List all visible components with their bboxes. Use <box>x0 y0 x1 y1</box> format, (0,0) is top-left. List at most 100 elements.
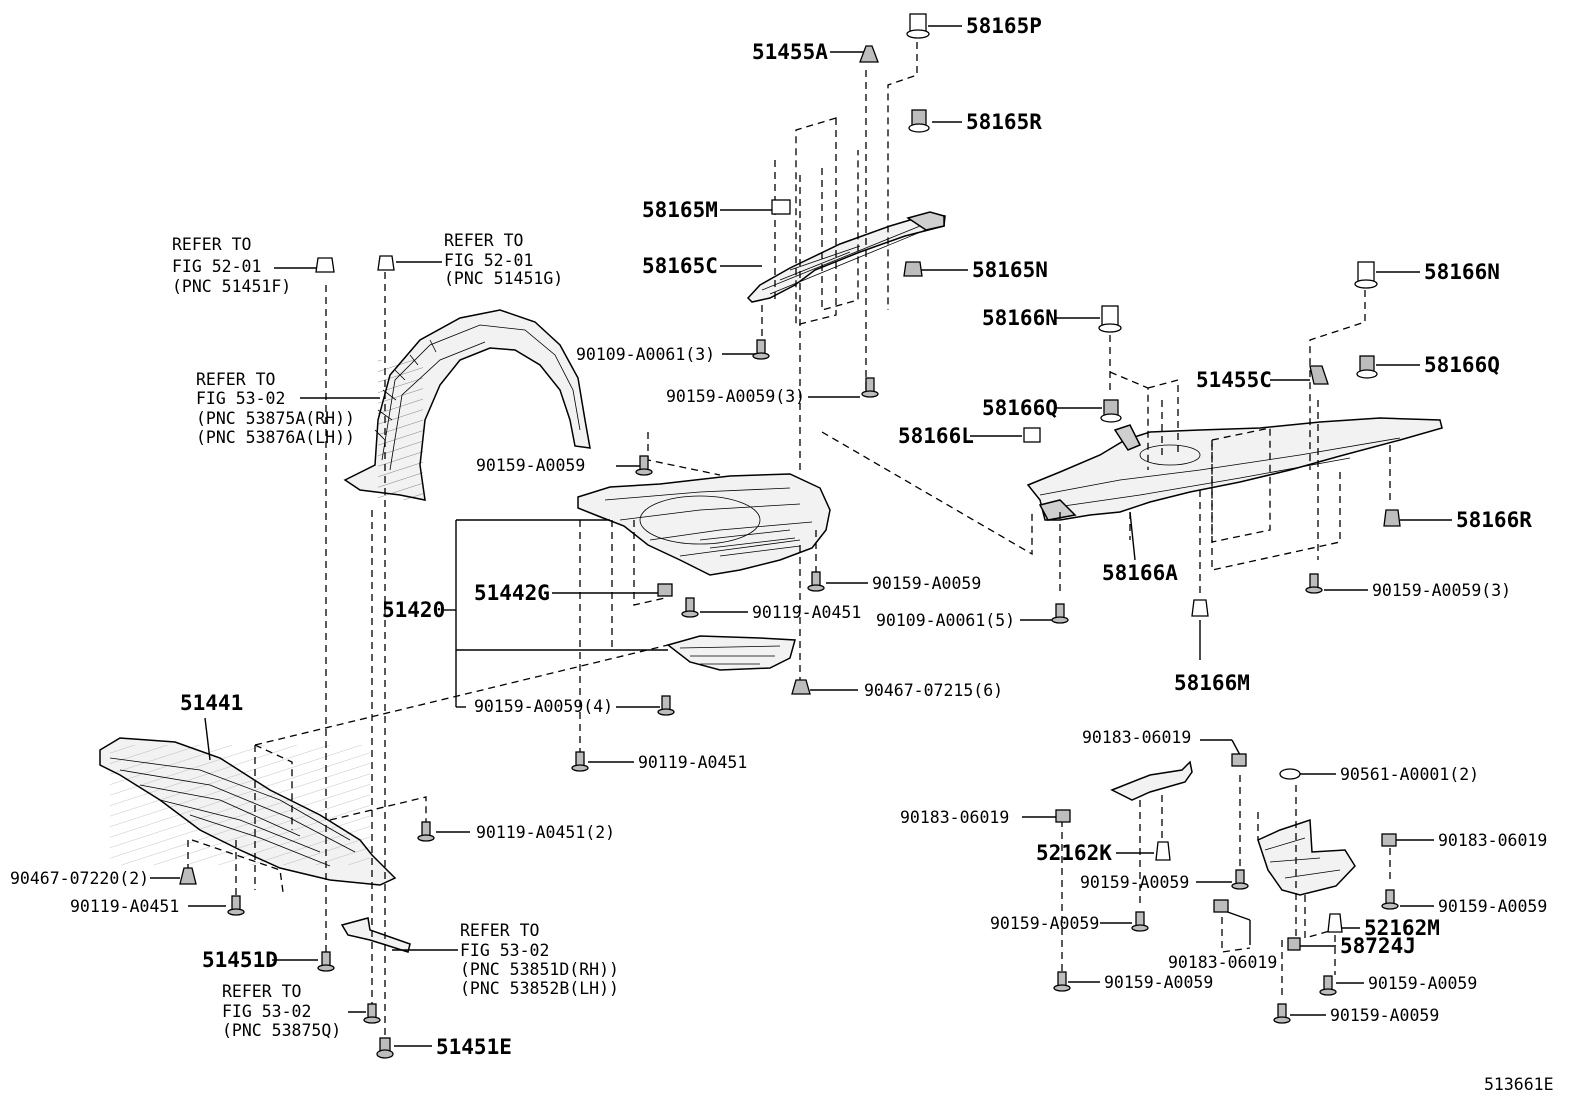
label-90109-3: 90109-A0061(3) <box>576 345 715 364</box>
refer-to-right-1: REFER TO <box>444 231 523 250</box>
clip-51451G-icon <box>377 255 395 271</box>
label-51442G: 51442G <box>474 581 550 605</box>
nut-90183-b-icon <box>1055 809 1071 823</box>
bolt-90159-b-icon <box>635 455 653 476</box>
label-90159-4: 90159-A0059(4) <box>474 697 613 716</box>
clip-52162M-icon <box>1327 913 1343 933</box>
label-52162M: 52162M <box>1364 916 1440 940</box>
bracket-lower-mid <box>340 917 411 953</box>
bolt-90159-3b-icon <box>1305 573 1323 594</box>
bolt-90159-f-icon <box>1053 971 1071 992</box>
label-58165R: 58165R <box>966 110 1042 134</box>
label-51455A: 51455A <box>752 40 828 64</box>
clip-58166M-icon <box>1191 599 1209 617</box>
part-labels: 58165P 51455A 58165R 58165M 58165C 58165… <box>10 14 1554 1094</box>
refer-mid-3: (PNC 53851D(RH)) <box>460 960 619 979</box>
label-58166A: 58166A <box>1102 561 1178 585</box>
label-90183-b: 90183-06019 <box>900 808 1009 827</box>
refer-mid-4: (PNC 53852B(LH)) <box>460 979 619 998</box>
label-90183-d: 90183-06019 <box>1168 953 1277 972</box>
undercover-part <box>666 635 796 671</box>
bolt-90119-a-icon <box>681 597 699 618</box>
label-90159-3a: 90159-A0059(3) <box>666 387 805 406</box>
bolt-90159-e-icon <box>1131 911 1149 932</box>
clip-52162K-icon <box>1155 841 1171 861</box>
label-58165N: 58165N <box>972 258 1048 282</box>
clip-51451E-icon <box>376 1037 394 1059</box>
label-90109-5: 90109-A0061(5) <box>876 611 1015 630</box>
label-90159-a: 90159-A0059 <box>476 456 585 475</box>
clip-58165N-icon <box>903 261 923 277</box>
bracket-52162K <box>1110 760 1193 801</box>
refer-to-left-1: REFER TO <box>172 235 251 254</box>
label-90119-2: 90119-A0451(2) <box>476 823 615 842</box>
clip-90467-2-icon <box>179 867 197 885</box>
label-58166Q-a: 58166Q <box>982 396 1058 420</box>
clip-51451F-icon <box>315 257 335 273</box>
bolt-53875Q-icon <box>363 1003 381 1024</box>
label-90467-6: 90467-07215(6) <box>864 681 1003 700</box>
label-58166R: 58166R <box>1456 508 1532 532</box>
clip-58165P-icon <box>906 13 930 39</box>
refer-low-2: FIG 53-02 <box>222 1002 311 1021</box>
rail-58165C <box>746 211 946 303</box>
label-58165C: 58165C <box>642 254 718 278</box>
label-90561: 90561-A0001(2) <box>1340 765 1479 784</box>
bolt-90159-c2-icon <box>1231 869 1249 890</box>
bolt-90159-c-icon <box>807 571 825 592</box>
label-51451E: 51451E <box>436 1035 512 1059</box>
label-90159-d: 90159-A0059 <box>1438 897 1547 916</box>
bolt-90159-d-icon <box>1381 889 1399 910</box>
label-58724J: 58724J <box>1340 934 1416 958</box>
diagram-id: 513661E <box>1484 1075 1554 1094</box>
label-51441: 51441 <box>180 691 243 715</box>
label-51420: 51420 <box>382 598 445 622</box>
refer-low-3: (PNC 53875Q) <box>222 1021 341 1040</box>
bolt-90109-a-icon <box>752 339 770 360</box>
bolt-90159-g-icon <box>1319 975 1337 996</box>
label-58166L: 58166L <box>898 424 974 448</box>
bolt-90159-h-icon <box>1273 1003 1291 1024</box>
bolt-51451D-icon <box>317 951 335 972</box>
label-58165M: 58165M <box>642 198 718 222</box>
label-90159-c: 90159-A0059 <box>1080 873 1189 892</box>
washer-90561-icon <box>1279 768 1301 780</box>
clip-58165M-icon <box>771 199 791 215</box>
clip-58166L-icon <box>1023 427 1041 443</box>
center-undercover-51420 <box>577 473 831 576</box>
label-90159-h: 90159-A0059 <box>1330 1006 1439 1025</box>
label-90159-f: 90159-A0059 <box>1104 973 1213 992</box>
refer-liner-1: REFER TO <box>196 370 275 389</box>
bolt-90119-b-icon <box>571 751 589 772</box>
refer-liner-2: FIG 53-02 <box>196 389 285 408</box>
bolt-90109-5-icon <box>1051 603 1069 624</box>
bolt-90119-2-icon <box>417 821 435 842</box>
label-90183-c: 90183-06019 <box>1438 831 1547 850</box>
refer-mid-1: REFER TO <box>460 921 539 940</box>
label-90467-2: 90467-07220(2) <box>10 869 149 888</box>
label-52162K: 52162K <box>1036 841 1112 865</box>
label-58166N-a: 58166N <box>982 306 1058 330</box>
front-undercover-51441 <box>99 737 397 886</box>
nut-90183-a-icon <box>1231 753 1247 767</box>
label-90119-c: 90119-A0451 <box>70 897 179 916</box>
label-90119-a: 90119-A0451 <box>752 603 861 622</box>
label-90159-b: 90159-A0059 <box>872 574 981 593</box>
label-90159-g: 90159-A0059 <box>1368 974 1477 993</box>
clip-58166N-a-icon <box>1098 305 1122 333</box>
label-51455C: 51455C <box>1196 368 1272 392</box>
refer-to-left-3: (PNC 51451F) <box>172 277 291 296</box>
clip-58166R-icon <box>1383 509 1401 527</box>
fasteners <box>179 13 1401 1059</box>
bolt-90119-c-icon <box>227 895 245 916</box>
nut-90183-d-icon <box>1213 899 1229 913</box>
nut-58166Q-b-icon <box>1356 355 1378 379</box>
clip-58166N-b-icon <box>1354 261 1378 289</box>
label-90159-e: 90159-A0059 <box>990 914 1099 933</box>
label-58165P: 58165P <box>966 14 1042 38</box>
clip-51455C-icon <box>1309 365 1329 385</box>
bolt-90159-4-icon <box>657 695 675 716</box>
rail-58166A <box>1026 417 1443 521</box>
label-90119-b: 90119-A0451 <box>638 753 747 772</box>
